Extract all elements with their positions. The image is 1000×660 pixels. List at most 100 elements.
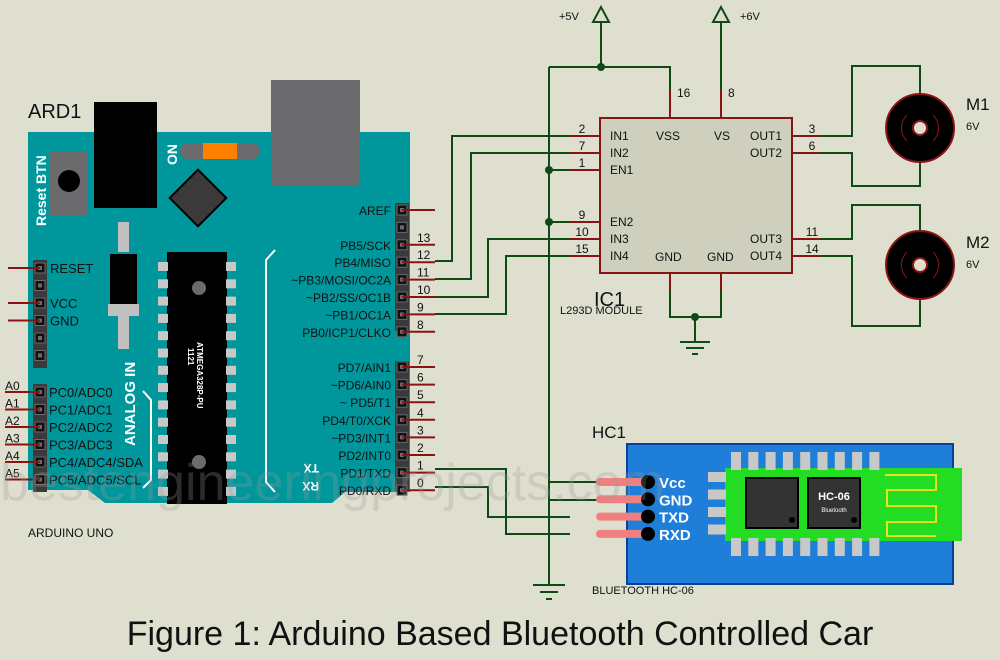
analog-bracket bbox=[142, 390, 152, 489]
ic1-pin-gnd: GND bbox=[707, 250, 734, 264]
ic1-pin-num: 10 bbox=[575, 225, 589, 239]
bt-pin-label: RXD bbox=[659, 527, 691, 544]
analog-in-label: ANALOG IN bbox=[122, 362, 139, 446]
bt-pad bbox=[708, 489, 726, 500]
arduino-uno[interactable]: ARD1 Reset BTN ON ANALOG IN ATMEGA328P-P… bbox=[5, 80, 435, 540]
bt-chip-sub: Bluetooth bbox=[821, 508, 846, 514]
wire-out2-m1 bbox=[820, 152, 921, 187]
power-pin-label: RESET bbox=[50, 261, 93, 276]
digital-pin-num: 2 bbox=[417, 441, 424, 455]
motor-m1[interactable]: M1 6V bbox=[885, 92, 990, 163]
ic1-pin-vs: VS bbox=[714, 129, 730, 143]
usb-connector bbox=[271, 80, 360, 186]
arduino-name: ARDUINO UNO bbox=[28, 526, 113, 540]
atmega-pin bbox=[226, 400, 236, 410]
bt-chip-dot bbox=[789, 517, 795, 523]
bt-pin-txd[interactable] bbox=[641, 509, 655, 524]
atmega-pin bbox=[158, 435, 168, 444]
bt-ref: HC1 bbox=[592, 423, 626, 442]
atmega-code: 1121 bbox=[186, 348, 195, 366]
atmega-pin bbox=[226, 383, 236, 393]
motor-brush bbox=[901, 114, 908, 142]
ic1-pin-label: OUT1 bbox=[750, 129, 782, 143]
atmega-pin bbox=[158, 452, 168, 462]
digital-pin-num: 6 bbox=[417, 371, 424, 385]
ic1-pin-label: OUT3 bbox=[750, 232, 782, 246]
motor-shaft bbox=[912, 120, 928, 136]
digital-pin-num: 10 bbox=[417, 283, 431, 297]
wires: +5V +6V bbox=[435, 4, 921, 600]
digital-pin-label: ~ PD5/T1 bbox=[340, 396, 391, 410]
bt-pad bbox=[782, 452, 793, 470]
bt-pin-rxd[interactable] bbox=[641, 526, 655, 541]
motor-ref: M1 bbox=[966, 95, 990, 114]
atmega-pin bbox=[226, 279, 236, 289]
bt-pin-vcc[interactable] bbox=[641, 475, 655, 489]
ic1-pin-label: IN2 bbox=[610, 146, 629, 160]
digital-pin-label: ~PB2/SS/OC1B bbox=[306, 291, 391, 305]
atmega-pin bbox=[226, 486, 236, 496]
atmega-pin bbox=[226, 331, 236, 341]
ic1-pin-gnd: GND bbox=[655, 250, 682, 264]
digital-pin-num: 5 bbox=[417, 388, 424, 402]
bt-pad bbox=[748, 452, 759, 470]
ic1-pin-num: 2 bbox=[579, 122, 586, 136]
bt-pad bbox=[748, 538, 759, 556]
digital-pin-label: PD2/INT0 bbox=[338, 449, 391, 463]
atmega-pin bbox=[226, 469, 236, 479]
digital-pin-label: AREF bbox=[359, 204, 391, 218]
atmega-pin bbox=[158, 262, 168, 271]
tx-label: TX bbox=[304, 461, 319, 475]
bt-pin-label: GND bbox=[659, 492, 693, 509]
bt-pad bbox=[869, 452, 880, 470]
bt-pin-label: Vcc bbox=[659, 475, 686, 492]
atmega-pin bbox=[158, 469, 168, 479]
atmega-pin bbox=[158, 348, 168, 358]
analog-pin-num: A3 bbox=[5, 432, 20, 446]
ic1-pin-label: IN4 bbox=[610, 249, 629, 263]
digital-pin-num: 12 bbox=[417, 248, 431, 262]
power-5v-label: +5V bbox=[559, 11, 580, 23]
wire-d10-in3 bbox=[435, 238, 570, 298]
power-6v-label: +6V bbox=[740, 11, 761, 23]
bt-pad bbox=[852, 452, 863, 470]
wire-d9-in4 bbox=[435, 255, 570, 315]
ic1-pin-vss: VSS bbox=[656, 129, 680, 143]
power-6v-symbol bbox=[711, 4, 731, 23]
analog-pin-num: A2 bbox=[5, 414, 20, 428]
wire-out3-m2 bbox=[820, 204, 921, 240]
digital-pin-num: 8 bbox=[417, 318, 424, 332]
wire-d12-in1 bbox=[435, 135, 570, 262]
analog-pin-label: PC2/ADC2 bbox=[49, 420, 113, 435]
atmega-pin bbox=[226, 296, 236, 306]
bt-pin-label: TXD bbox=[659, 510, 689, 527]
bt-pin-gnd[interactable] bbox=[641, 492, 655, 507]
wire-rxd-txd bbox=[435, 486, 570, 518]
figure-caption: Figure 1: Arduino Based Bluetooth Contro… bbox=[127, 615, 874, 653]
digital-pin-label: ~PB1/OC1A bbox=[325, 308, 391, 322]
ic1-pin-label: IN1 bbox=[610, 129, 629, 143]
analog-pin-label: PC5/ADC5/SCL bbox=[49, 473, 141, 488]
digital-pin-num: 3 bbox=[417, 423, 424, 437]
atmega-pin bbox=[158, 365, 168, 375]
analog-pin-label: PC0/ADC0 bbox=[49, 385, 113, 400]
motor-m2[interactable]: M2 6V bbox=[885, 230, 990, 302]
digital-pin-num: 4 bbox=[417, 406, 424, 420]
digital-pin-label: ~PB3/MOSI/OC2A bbox=[291, 274, 391, 288]
bt-pad bbox=[782, 538, 793, 556]
atmega-pin bbox=[158, 417, 168, 427]
wire-ic-gnd bbox=[669, 290, 722, 318]
ic1-name: L293D MODULE bbox=[560, 305, 643, 317]
digital-pin-label: PD0/RXD bbox=[339, 484, 391, 498]
ic1-pin-num: 1 bbox=[579, 156, 586, 170]
wire-out4-m2 bbox=[820, 255, 921, 327]
reset-label: Reset BTN bbox=[33, 155, 49, 226]
atmega-pin bbox=[226, 435, 236, 444]
crystal-body bbox=[110, 254, 137, 304]
motor-brush bbox=[901, 251, 908, 279]
bt-pad bbox=[708, 524, 726, 535]
digital-pin-num: 13 bbox=[417, 231, 431, 245]
